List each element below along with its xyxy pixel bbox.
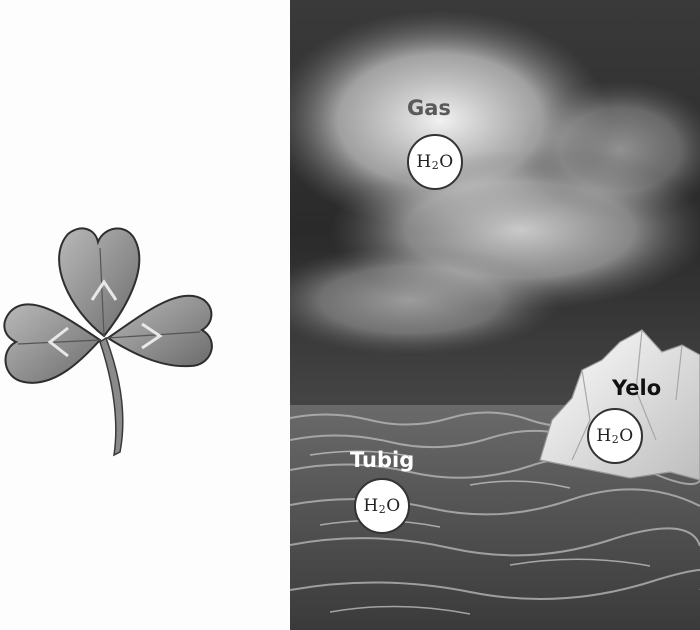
tubig-label: Tubig — [350, 448, 415, 472]
yelo-formula-o: O — [619, 426, 634, 446]
yelo-label: Yelo — [612, 376, 662, 400]
gas-formula-o: O — [439, 152, 454, 172]
clover-panel — [0, 0, 290, 630]
tubig-formula-o: O — [386, 496, 401, 516]
yelo-formula-sub: 2 — [611, 432, 620, 446]
clover-leaf-icon — [3, 227, 213, 457]
gas-label: Gas — [407, 96, 451, 120]
tubig-formula-sub: 2 — [378, 502, 387, 516]
sky-and-sea-scene — [290, 0, 700, 630]
tubig-formula-h: H — [363, 496, 379, 516]
yelo-formula-h: H — [596, 426, 612, 446]
gas-formula-sub: 2 — [431, 158, 440, 172]
gas-formula-h: H — [416, 152, 432, 172]
